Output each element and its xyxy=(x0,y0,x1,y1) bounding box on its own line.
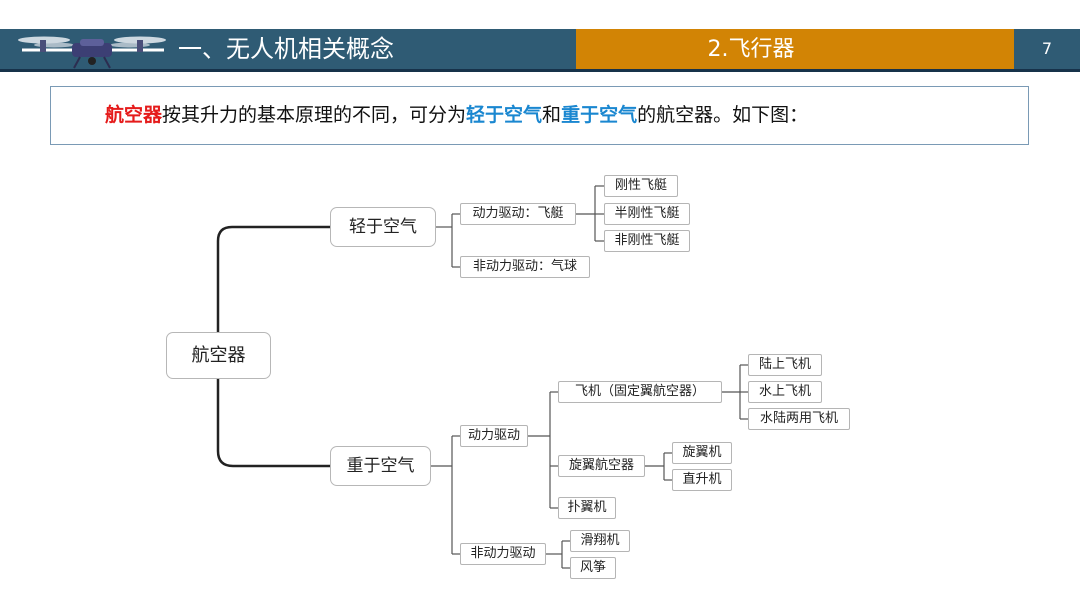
node-unpowered-balloon: 非动力驱动：气球 xyxy=(460,256,590,278)
node-powered: 动力驱动 xyxy=(460,425,528,447)
node-powered-airship: 动力驱动：飞艇 xyxy=(460,203,576,225)
node-land-plane: 陆上飞机 xyxy=(748,354,822,376)
node-seaplane: 水上飞机 xyxy=(748,381,822,403)
node-amphibian: 水陆两用飞机 xyxy=(748,408,850,430)
node-glider: 滑翔机 xyxy=(570,530,630,552)
node-rotorcraft: 旋翼航空器 xyxy=(558,455,645,477)
node-heavier-than-air: 重于空气 xyxy=(330,446,431,486)
node-kite: 风筝 xyxy=(570,557,616,579)
node-unpowered: 非动力驱动 xyxy=(460,543,546,565)
node-ornithopter: 扑翼机 xyxy=(558,497,616,519)
node-helicopter: 直升机 xyxy=(672,469,732,491)
node-lighter-than-air: 轻于空气 xyxy=(330,207,436,247)
node-fixed-wing: 飞机（固定翼航空器） xyxy=(558,381,722,403)
node-rigid-airship: 刚性飞艇 xyxy=(604,175,678,197)
node-semi-rigid-airship: 半刚性飞艇 xyxy=(604,203,690,225)
node-autogyro: 旋翼机 xyxy=(672,442,732,464)
node-non-rigid-airship: 非刚性飞艇 xyxy=(604,230,690,252)
node-aircraft-root: 航空器 xyxy=(166,332,271,379)
